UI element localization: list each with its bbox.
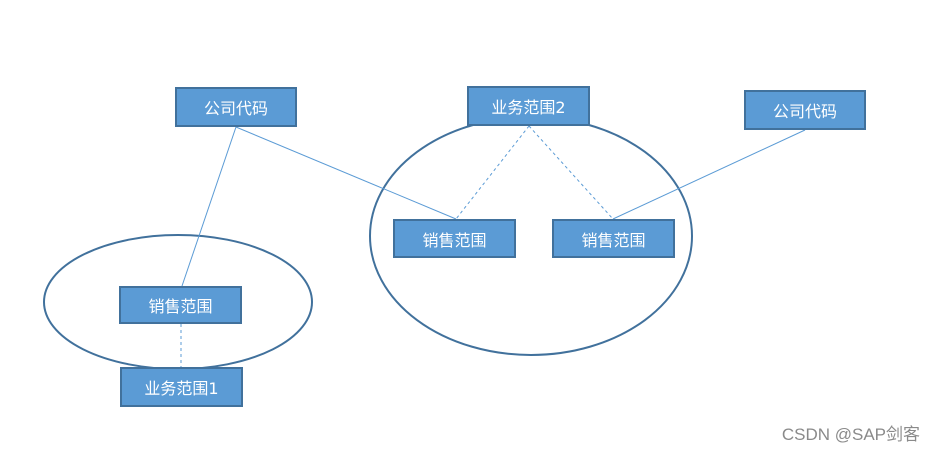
node-sales-area-mid[interactable]: 销售范围	[393, 219, 516, 258]
connector-business2-to-sales-right	[528, 125, 614, 220]
node-company-code-right[interactable]: 公司代码	[744, 90, 866, 130]
connector-company-left-to-sales-mid	[235, 126, 457, 220]
connector-company-right-to-sales-right	[612, 129, 806, 220]
node-sales-area-left[interactable]: 销售范围	[119, 286, 242, 324]
node-company-code-left[interactable]: 公司代码	[175, 87, 297, 127]
connector-company-left-to-sales-left	[181, 126, 237, 287]
connector-business2-to-sales-mid	[455, 125, 530, 220]
node-business-area-1[interactable]: 业务范围1	[120, 367, 243, 407]
node-business-area-2[interactable]: 业务范围2	[467, 86, 590, 126]
watermark-text: CSDN @SAP剑客	[781, 425, 920, 444]
node-sales-area-right[interactable]: 销售范围	[552, 219, 675, 258]
